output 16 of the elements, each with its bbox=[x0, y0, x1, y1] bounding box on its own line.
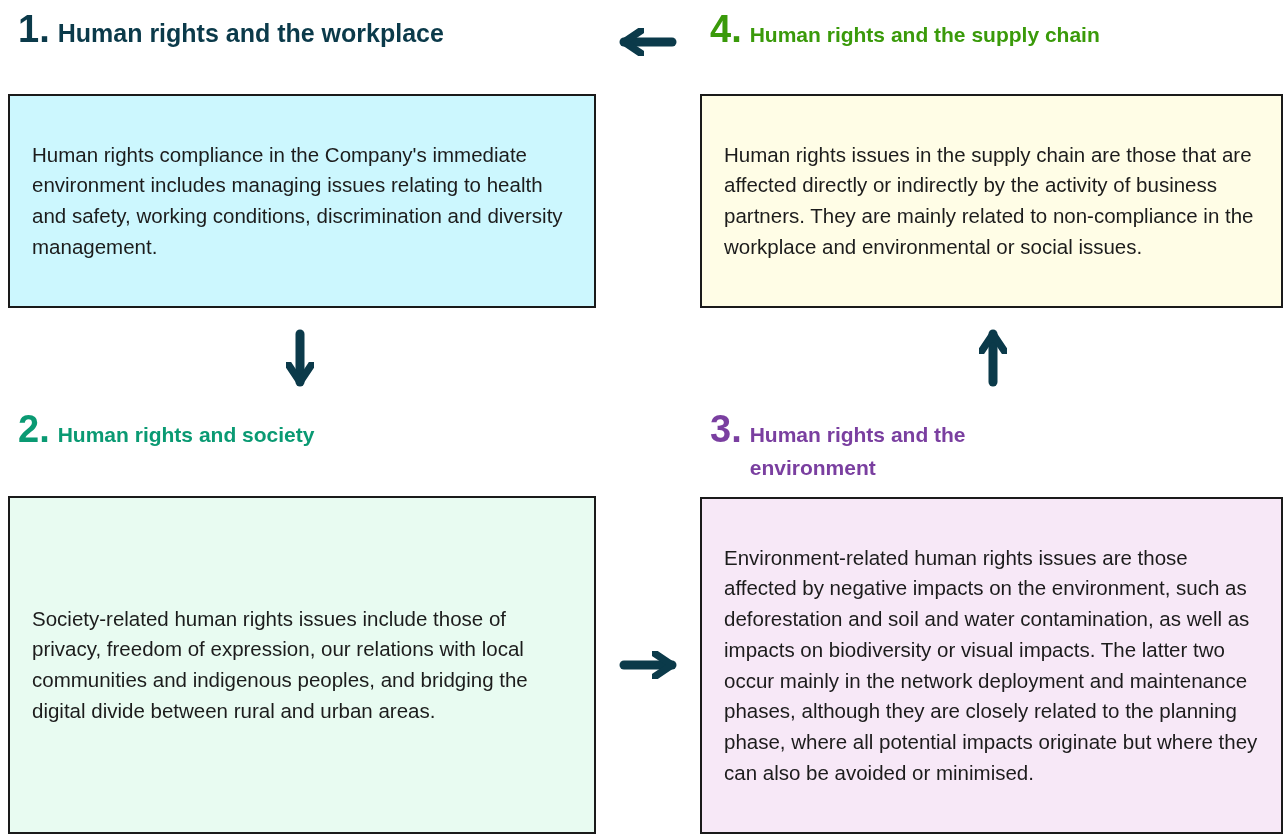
section-number: 2. bbox=[18, 408, 50, 451]
section-heading: Human rights and the supply chain bbox=[749, 22, 1100, 48]
description-text: Human rights compliance in the Company's immediate environment includes managing issues relating to health and safety, working conditions, discrimination and diversity management. bbox=[32, 141, 564, 260]
section-heading: Human rights and society bbox=[57, 422, 315, 448]
arrow bbox=[619, 26, 677, 58]
section-heading: Human rights and the workplace bbox=[57, 18, 444, 49]
section-number: 4. bbox=[710, 8, 742, 51]
arrow bbox=[284, 329, 316, 387]
arrow bbox=[977, 329, 1009, 387]
section-number: 3. bbox=[710, 408, 742, 451]
arrow bbox=[619, 649, 677, 681]
section-number: 1. bbox=[18, 8, 50, 51]
description-text: Environment-related human rights issues are those affected by negative impacts on the environment, such as deforestation and soil and water contamination, as well as impacts on biodiversity or visual impacts. The latter two occur mainly in the network deployment and maintenance phases, although they are closely related to the planning phase, where all potential impacts originate but where they can also be avoided or minimised. bbox=[724, 544, 1259, 786]
description-text: Human rights issues in the supply chain are those that are affected directly or indirectly by the activity of business partners. They are mainly related to non-compliance in the workplace and environmental or social issues. bbox=[724, 141, 1255, 260]
description-text: Society-related human rights issues include those of privacy, freedom of expression, our relations with local communities and indigenous peoples, and bridging the digital divide between rural and urban areas. bbox=[32, 605, 529, 724]
section-heading: Human rights and the environment bbox=[749, 422, 967, 481]
